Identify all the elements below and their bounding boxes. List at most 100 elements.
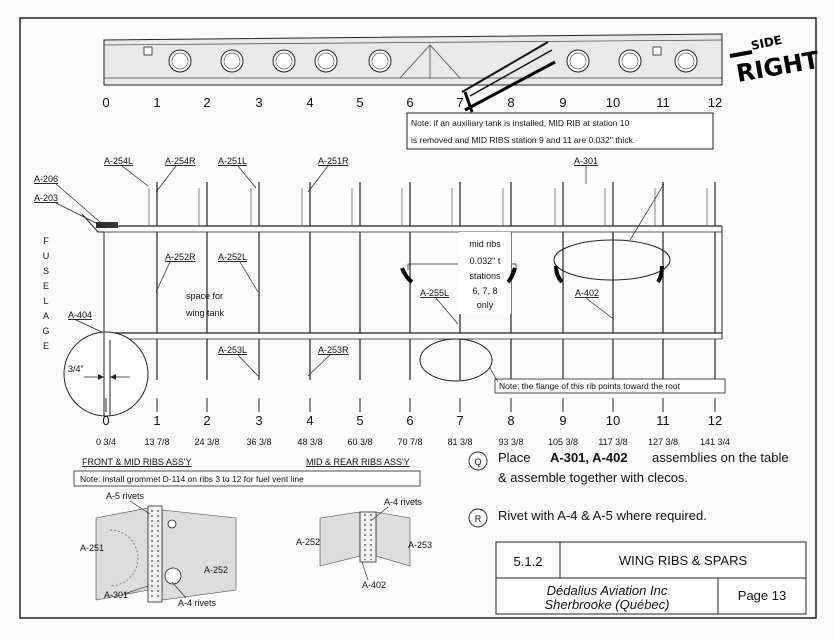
station-position: 117 3/8: [598, 437, 627, 447]
fuselage-letter: L: [43, 296, 48, 306]
svg-text:Sherbrooke (Québec): Sherbrooke (Québec): [544, 597, 669, 612]
station-number-bottom: 1: [153, 413, 160, 428]
svg-text:SIDE: SIDE: [750, 33, 783, 53]
assembly-details: FRONT & MID RIBS ASS'Y MID & REAR RIBS A…: [73, 457, 432, 608]
svg-text:A-402: A-402: [575, 288, 599, 298]
station-position: 105 3/8: [548, 437, 578, 447]
fuselage-letter: A: [43, 311, 49, 321]
station-position: 93 3/8: [498, 437, 523, 447]
svg-text:A-251L: A-251L: [218, 156, 247, 166]
station-number-bottom: 11: [656, 413, 670, 428]
svg-text:is removed and MID RIBS statio: is removed and MID RIBS station 9 and 11…: [411, 135, 635, 145]
detail-circle: 3/4": [63, 331, 149, 417]
fuselage-letter: U: [43, 251, 50, 261]
station-number-top: 0: [102, 95, 109, 110]
svg-text:A-254R: A-254R: [165, 156, 196, 166]
svg-text:A-252: A-252: [296, 537, 320, 547]
flange-note: Note: the flange of this rib points towa…: [489, 367, 726, 394]
page-border: [19, 17, 817, 619]
station-number-bottom: 7: [456, 413, 463, 428]
svg-text:Note: the flange of this rib p: Note: the flange of this rib points towa…: [499, 381, 681, 391]
station-number-bottom: 8: [507, 413, 514, 428]
svg-text:mid ribs: mid ribs: [469, 239, 501, 249]
svg-text:Note: if an auxiliary tank is: Note: if an auxiliary tank is installed,…: [411, 118, 630, 128]
assembly-steps: Q Place A-301, A-402 assemblies on the t…: [468, 450, 789, 528]
svg-text:3/4": 3/4": [68, 364, 84, 374]
station-number-top: 2: [203, 95, 210, 110]
aux-tank-note: Note: if an auxiliary tank is installed,…: [406, 112, 714, 150]
station-number-top: 4: [306, 95, 313, 110]
station-position: 81 3/8: [447, 437, 472, 447]
fuselage-letter: E: [43, 341, 49, 351]
svg-text:Rivet with A-4 & A-5 where req: Rivet with A-4 & A-5 where required.: [498, 508, 707, 523]
station-number-top: 10: [606, 95, 620, 110]
station-position: 24 3/8: [194, 437, 219, 447]
station-number-bottom: 5: [356, 413, 363, 428]
svg-text:A-253L: A-253L: [218, 345, 247, 355]
svg-text:A-252R: A-252R: [165, 252, 196, 262]
svg-text:A-301: A-301: [104, 590, 128, 600]
station-position: 127 3/8: [648, 437, 678, 447]
spar-slot-1: [652, 46, 662, 56]
step-r-marker: [468, 508, 488, 528]
svg-text:A-255L: A-255L: [420, 288, 449, 298]
svg-text:A-252: A-252: [204, 565, 228, 575]
svg-text:A-402: A-402: [362, 580, 386, 590]
side-label: SIDE RIGHT: [729, 33, 822, 88]
svg-text:Note: install grommet D-114 on: Note: install grommet D-114 on ribs 3 to…: [80, 474, 304, 484]
wing-plan-view: [81, 182, 723, 380]
svg-text:stations: stations: [469, 271, 501, 281]
ribs: [148, 182, 716, 380]
svg-text:assemblies on the table: assemblies on the table: [652, 450, 789, 465]
station-position: 141 3/4: [700, 437, 730, 447]
station-number-top: 11: [656, 95, 670, 110]
svg-text:space for: space for: [186, 291, 223, 301]
svg-text:A-252L: A-252L: [218, 252, 247, 262]
title-block: 5.1.2 WING RIBS & SPARS Dédalius Aviatio…: [495, 541, 807, 615]
svg-text:6, 7, 8: 6, 7, 8: [472, 286, 497, 296]
station-number-bottom: 0: [102, 413, 109, 428]
svg-text:A-253: A-253: [408, 540, 432, 550]
station-number-top: 1: [153, 95, 160, 110]
svg-text:A-253R: A-253R: [318, 345, 349, 355]
station-position: 0 3/4: [96, 437, 116, 447]
station-number-top: 8: [507, 95, 514, 110]
svg-text:A-5 rivets: A-5 rivets: [106, 491, 145, 501]
station-number-top: 9: [559, 95, 566, 110]
fuselage-letter: F: [43, 236, 49, 246]
station-number-bottom: 10: [606, 413, 620, 428]
station-number-bottom: 4: [306, 413, 313, 428]
station-position: 36 3/8: [246, 437, 271, 447]
station-number-top: 5: [356, 95, 363, 110]
svg-text:A-301, A-402: A-301, A-402: [550, 450, 628, 465]
station-position: 70 7/8: [397, 437, 422, 447]
part-labels: A-206 A-203 A-254L A-254R A-251L A-251R …: [34, 156, 665, 377]
svg-text:A-254L: A-254L: [104, 156, 133, 166]
mid-ribs-note: mid ribs 0.032" t stations 6, 7, 8 only: [400, 232, 671, 382]
svg-text:5.1.2: 5.1.2: [514, 554, 543, 569]
svg-text:WING RIBS & SPARS: WING RIBS & SPARS: [619, 553, 748, 568]
fuselage-letter: S: [43, 266, 49, 276]
fuselage-letter: E: [43, 281, 49, 291]
spar-slot-0: [143, 46, 153, 56]
svg-text:0.032" t: 0.032" t: [470, 256, 501, 266]
svg-text:Page 13: Page 13: [738, 588, 786, 603]
station-position: 60 3/8: [347, 437, 372, 447]
svg-text:wing tank: wing tank: [185, 308, 225, 318]
svg-text:A-206: A-206: [34, 174, 58, 184]
step-q-marker: [468, 451, 488, 471]
svg-text:A-251R: A-251R: [318, 156, 349, 166]
spar-view: [103, 33, 723, 113]
svg-text:A-4 rivets: A-4 rivets: [178, 598, 217, 608]
station-number-top: 12: [708, 95, 722, 110]
svg-text:only: only: [477, 300, 494, 310]
station-number-bottom: 9: [559, 413, 566, 428]
station-number-bottom: 12: [708, 413, 722, 428]
svg-text:A-301: A-301: [574, 156, 598, 166]
